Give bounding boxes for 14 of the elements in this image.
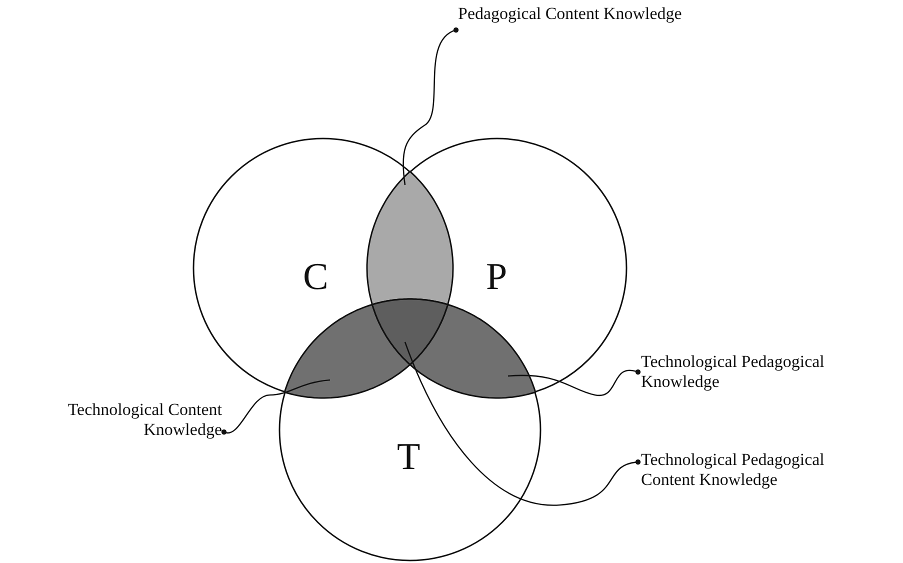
region-label: Technological Pedagogical Content Knowledge <box>641 450 881 490</box>
shaded-overlap-region <box>371 298 449 366</box>
circle-letter: T <box>397 438 420 476</box>
shaded-overlap-region <box>284 304 412 399</box>
region-label: Technological Content Knowledge <box>20 400 222 440</box>
leader-line <box>402 27 459 186</box>
region-label: Pedagogical Content Knowledge <box>458 4 698 24</box>
leader-line <box>508 369 641 396</box>
shaded-overlap-region <box>366 170 454 306</box>
circle-letter: C <box>303 258 328 296</box>
leader-line <box>404 342 641 506</box>
region-label: Technological Pedagogical Knowledge <box>641 352 881 392</box>
circle-letter: P <box>486 258 508 296</box>
shaded-overlap-region <box>408 304 536 399</box>
